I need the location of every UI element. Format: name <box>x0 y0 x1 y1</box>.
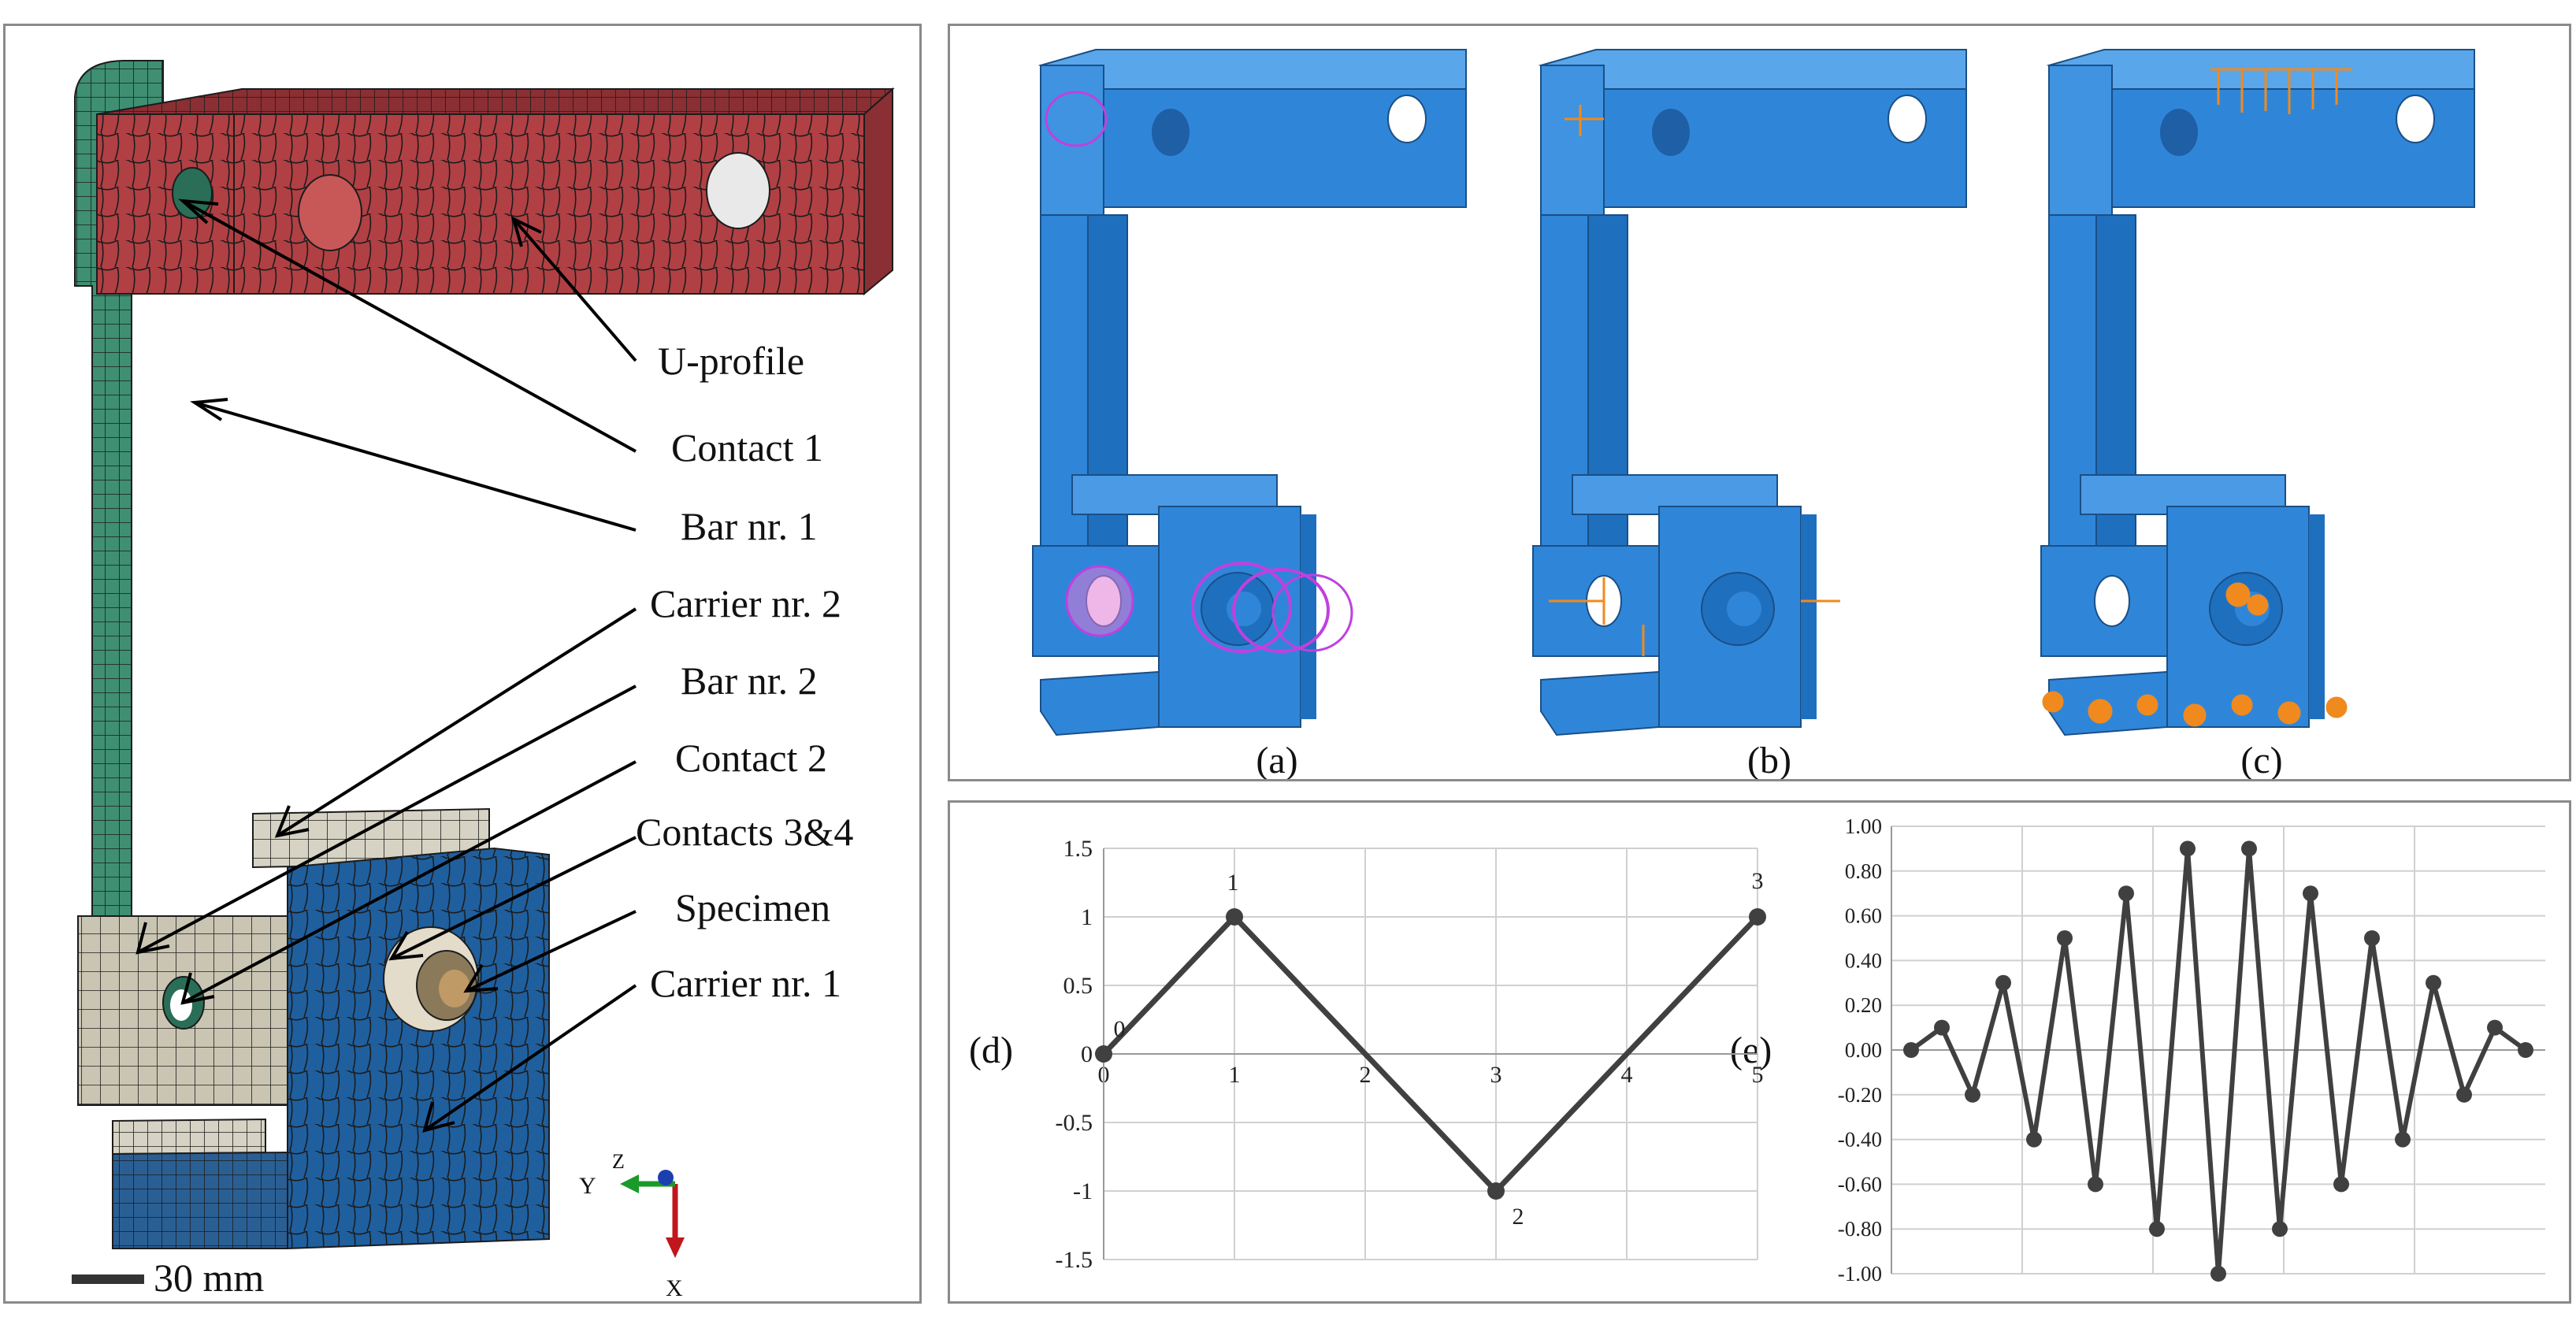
chart-e-ytick: -0.20 <box>1838 1083 1882 1107</box>
chart-e-point <box>2241 840 2257 857</box>
chart-e-ytick: 0.40 <box>1845 948 1882 972</box>
chart-e-series-line <box>1910 848 2527 1274</box>
chart-d-ytick: -1.5 <box>1056 1247 1093 1273</box>
views-figure: (a) (b) (c) <box>1032 49 2475 781</box>
chart-e-ytick: 0.20 <box>1845 993 1882 1017</box>
chart-e-point <box>2364 930 2380 946</box>
chart-d-ytick: 1 <box>1081 904 1093 930</box>
chart-d-series-line <box>1101 912 1760 1196</box>
chart-e-point <box>2518 1042 2533 1058</box>
label-contact-1: Contact 1 <box>671 425 823 469</box>
view-b: (b) <box>1532 49 1967 781</box>
view-c-caption: (c) <box>2240 740 2282 779</box>
chart-e-point <box>2057 930 2073 946</box>
view-b-caption: (b) <box>1747 740 1791 779</box>
chart-d-point <box>1095 1045 1112 1063</box>
chart-e-ytick: -0.80 <box>1838 1217 1882 1241</box>
chart-d-point <box>1226 908 1243 926</box>
chart-e-point <box>1934 1019 1950 1036</box>
label-u-profile: U-profile <box>658 339 804 383</box>
chart-e-point <box>2088 1176 2103 1193</box>
chart-e-ytick: -0.60 <box>1838 1172 1882 1196</box>
chart-d-point <box>1487 1182 1505 1200</box>
label-bar-2: Bar nr. 2 <box>681 659 818 703</box>
label-arrows <box>135 199 637 1133</box>
chart-e-point <box>1965 1086 1980 1103</box>
chart-e-point <box>2456 1086 2472 1103</box>
chart-e-ytick: 0.60 <box>1845 904 1882 928</box>
chart-e-point <box>2118 885 2134 902</box>
chart-d-panel-label: (d) <box>969 1030 1013 1071</box>
charts-figure: (d) (e) 0123451.510.50-0.5-1-1.501231.00… <box>969 814 2545 1286</box>
chart-e-ytick: 1.00 <box>1845 814 1882 838</box>
chart-e-point <box>2026 1131 2042 1148</box>
chart-e-ytick: -1.00 <box>1838 1262 1882 1286</box>
chart-e-point <box>2426 974 2441 991</box>
scale-bar <box>72 1274 144 1284</box>
view-c: (c) <box>2040 49 2475 781</box>
chart-e-ytick: 0.00 <box>1845 1038 1882 1062</box>
view-a: (a) <box>1032 49 1467 781</box>
fe-model-panel: U-profile Contact 1 Bar nr. 1 Carrier nr… <box>3 24 922 1304</box>
view-a-caption: (a) <box>1256 740 1297 779</box>
chart-e-point <box>2333 1176 2349 1193</box>
chart-d-xtick: 5 <box>1752 1062 1764 1088</box>
u-profile-mesh <box>96 87 895 296</box>
chart-e-ytick: -0.40 <box>1838 1128 1882 1152</box>
chart-d-point-label: 3 <box>1752 868 1764 894</box>
chart-e-point <box>1903 1042 1919 1058</box>
chart-e-point <box>2487 1019 2503 1036</box>
label-carrier-1: Carrier nr. 1 <box>650 961 841 1005</box>
chart-e-ytick: 0.80 <box>1845 859 1882 883</box>
chart-e-point <box>2180 840 2196 857</box>
chart-e-panel-label: (e) <box>1730 1030 1772 1071</box>
scale-bar-label: 30 mm <box>154 1256 264 1300</box>
chart-e-point <box>2272 1221 2288 1237</box>
chart-e-point <box>2149 1221 2165 1237</box>
label-bar-1: Bar nr. 1 <box>681 504 818 548</box>
chart-d-point-label: 1 <box>1227 870 1239 896</box>
chart-d-point <box>1749 908 1766 926</box>
carrier-1-mesh <box>112 847 550 1250</box>
chart-d-ytick: 0 <box>1081 1041 1093 1067</box>
axis-z-label: Z <box>612 1150 625 1173</box>
chart-d-xtick: 3 <box>1490 1062 1502 1088</box>
chart-e-point <box>2303 885 2318 902</box>
axis-y-label: Y <box>579 1173 596 1199</box>
chart-d-ytick: -1 <box>1073 1178 1093 1204</box>
chart-d-xtick: 2 <box>1360 1062 1372 1088</box>
chart-d-ytick: 0.5 <box>1063 973 1093 999</box>
label-carrier-2: Carrier nr. 2 <box>650 581 841 625</box>
label-specimen: Specimen <box>675 885 830 929</box>
chart-d-ytick: 1.5 <box>1063 836 1093 862</box>
views-panel: (a) (b) (c) <box>948 24 2571 781</box>
chart-d-point-label: 0 <box>1114 1016 1126 1042</box>
chart-d-xtick: 1 <box>1229 1062 1241 1088</box>
chart-d-xtick: 4 <box>1621 1062 1633 1088</box>
axis-triad: X Y Z <box>579 1150 685 1301</box>
chart-e-point <box>1995 974 2011 991</box>
charts-panel: (d) (e) 0123451.510.50-0.5-1-1.501231.00… <box>948 800 2571 1304</box>
axis-x-label: X <box>666 1275 683 1301</box>
carrier-2-mesh <box>77 807 490 1156</box>
fe-model-figure: U-profile Contact 1 Bar nr. 1 Carrier nr… <box>72 60 895 1301</box>
label-contact-2: Contact 2 <box>675 736 827 780</box>
chart-e-point <box>2210 1266 2226 1282</box>
chart-e-point <box>2395 1131 2411 1148</box>
chart-d-point-label: 2 <box>1513 1204 1524 1230</box>
label-contacts-3-4: Contacts 3&4 <box>636 810 853 854</box>
chart-d-ytick: -0.5 <box>1056 1110 1093 1136</box>
